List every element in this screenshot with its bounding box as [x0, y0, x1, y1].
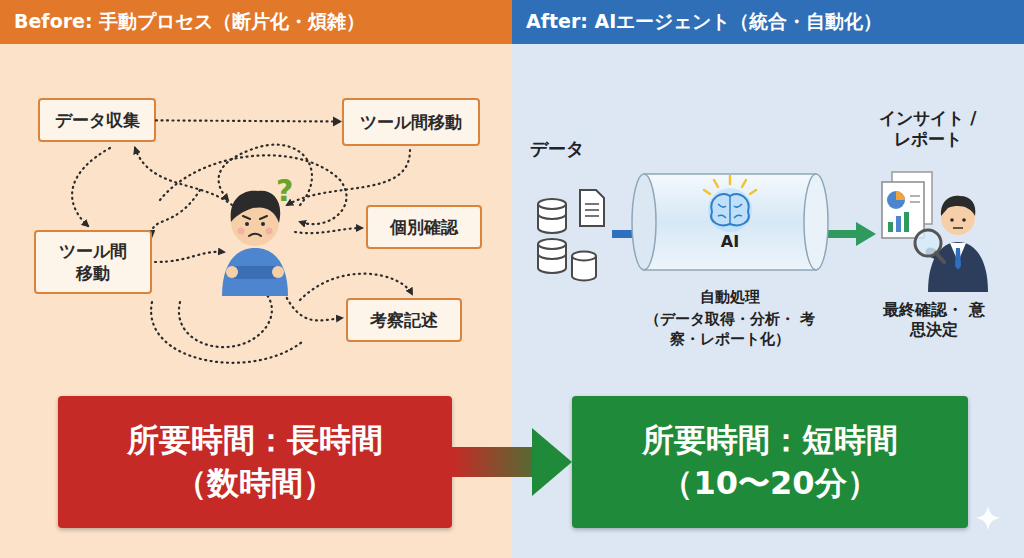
process-box: 考察記述	[346, 298, 462, 342]
report-icon-part	[888, 222, 893, 232]
businessman-part	[936, 253, 944, 262]
businessman-part	[953, 227, 963, 229]
panel-header: Before: 手動プロセス（断片化・煩雑）	[0, 0, 512, 44]
brain-icon	[711, 194, 749, 225]
report-icon-part	[904, 212, 909, 232]
cylinder-outline	[630, 168, 830, 280]
arrow-head	[532, 428, 572, 496]
businessman-part	[962, 218, 966, 222]
box-text: 個別確認	[390, 216, 458, 238]
report-icon-part	[910, 196, 920, 202]
businessman-part	[950, 218, 954, 222]
database-icons-part	[538, 214, 566, 219]
process-box: ツール間移動	[342, 98, 480, 146]
panel-title: After: AIエージェント（統合・自動化）	[526, 9, 882, 35]
time-box: 所要時間：短時間（10〜20分）	[572, 396, 968, 528]
document-icon	[580, 190, 604, 226]
confused-person-part	[226, 266, 238, 278]
document-icon-part	[585, 204, 599, 216]
database-icons-part	[538, 239, 566, 249]
confused-person-part	[245, 222, 249, 226]
box-text: （10〜20分）	[661, 462, 878, 505]
box-text: データ収集	[55, 109, 140, 131]
decision-label: 最終確認・ 意思決定	[882, 300, 986, 340]
report-icon	[882, 172, 932, 238]
confused-person-part	[249, 234, 261, 236]
confused-person-part	[243, 216, 267, 219]
cylinder-end	[632, 174, 656, 270]
process-box: ツール間 移動	[34, 230, 152, 294]
transition-arrow	[452, 428, 572, 496]
confused-person-part	[272, 266, 284, 278]
panel-title: Before: 手動プロセス（断片化・煩雑）	[14, 9, 365, 35]
output-arrow-part	[826, 230, 858, 238]
time-box: 所要時間：長時間（数時間）	[58, 396, 452, 528]
output-label: インサイト / レポート	[870, 108, 986, 151]
box-text: 考察記述	[370, 309, 438, 331]
document-icon-part	[580, 190, 604, 226]
process-caption: （データ取得・分析・ 考察・レポート化）	[630, 310, 830, 349]
database-icons-part	[538, 254, 566, 259]
dotted-connector	[156, 117, 342, 127]
database-icons-part	[538, 199, 566, 209]
confused-person-part	[266, 228, 273, 235]
box-text: （数時間）	[175, 462, 335, 505]
box-text: ツール間 移動	[50, 240, 136, 284]
connector-line	[156, 120, 334, 121]
ai-label: AI	[630, 232, 830, 253]
confused-person-part	[238, 228, 245, 235]
confused-person-part	[261, 222, 265, 226]
process-box: 個別確認	[366, 205, 482, 249]
report-icon-part	[882, 182, 924, 238]
ai-pipeline: AI 自動処理（データ取得・分析・ 考察・レポート化）	[630, 168, 830, 354]
panel-header: After: AIエージェント（統合・自動化）	[512, 0, 1024, 44]
data-label: データ	[530, 138, 620, 161]
database-icons-part	[572, 252, 596, 261]
report-icon-part	[896, 191, 905, 200]
brain-glow	[708, 188, 752, 232]
process-box: データ収集	[38, 98, 156, 142]
report-icon-part	[887, 191, 905, 209]
box-text: 所要時間：長時間	[127, 419, 383, 462]
report-icon-part	[896, 216, 901, 232]
box-text: 所要時間：短時間	[642, 419, 898, 462]
connector-line	[452, 447, 533, 477]
question-mark: ?	[276, 172, 306, 210]
process-caption: 自動処理	[630, 288, 830, 308]
box-text: ツール間移動	[360, 111, 462, 133]
arrow-head	[333, 117, 342, 127]
businessman-part	[955, 248, 961, 270]
cylinder-body	[644, 174, 816, 270]
cylinder-end	[804, 174, 828, 270]
brain-folds	[718, 196, 742, 224]
